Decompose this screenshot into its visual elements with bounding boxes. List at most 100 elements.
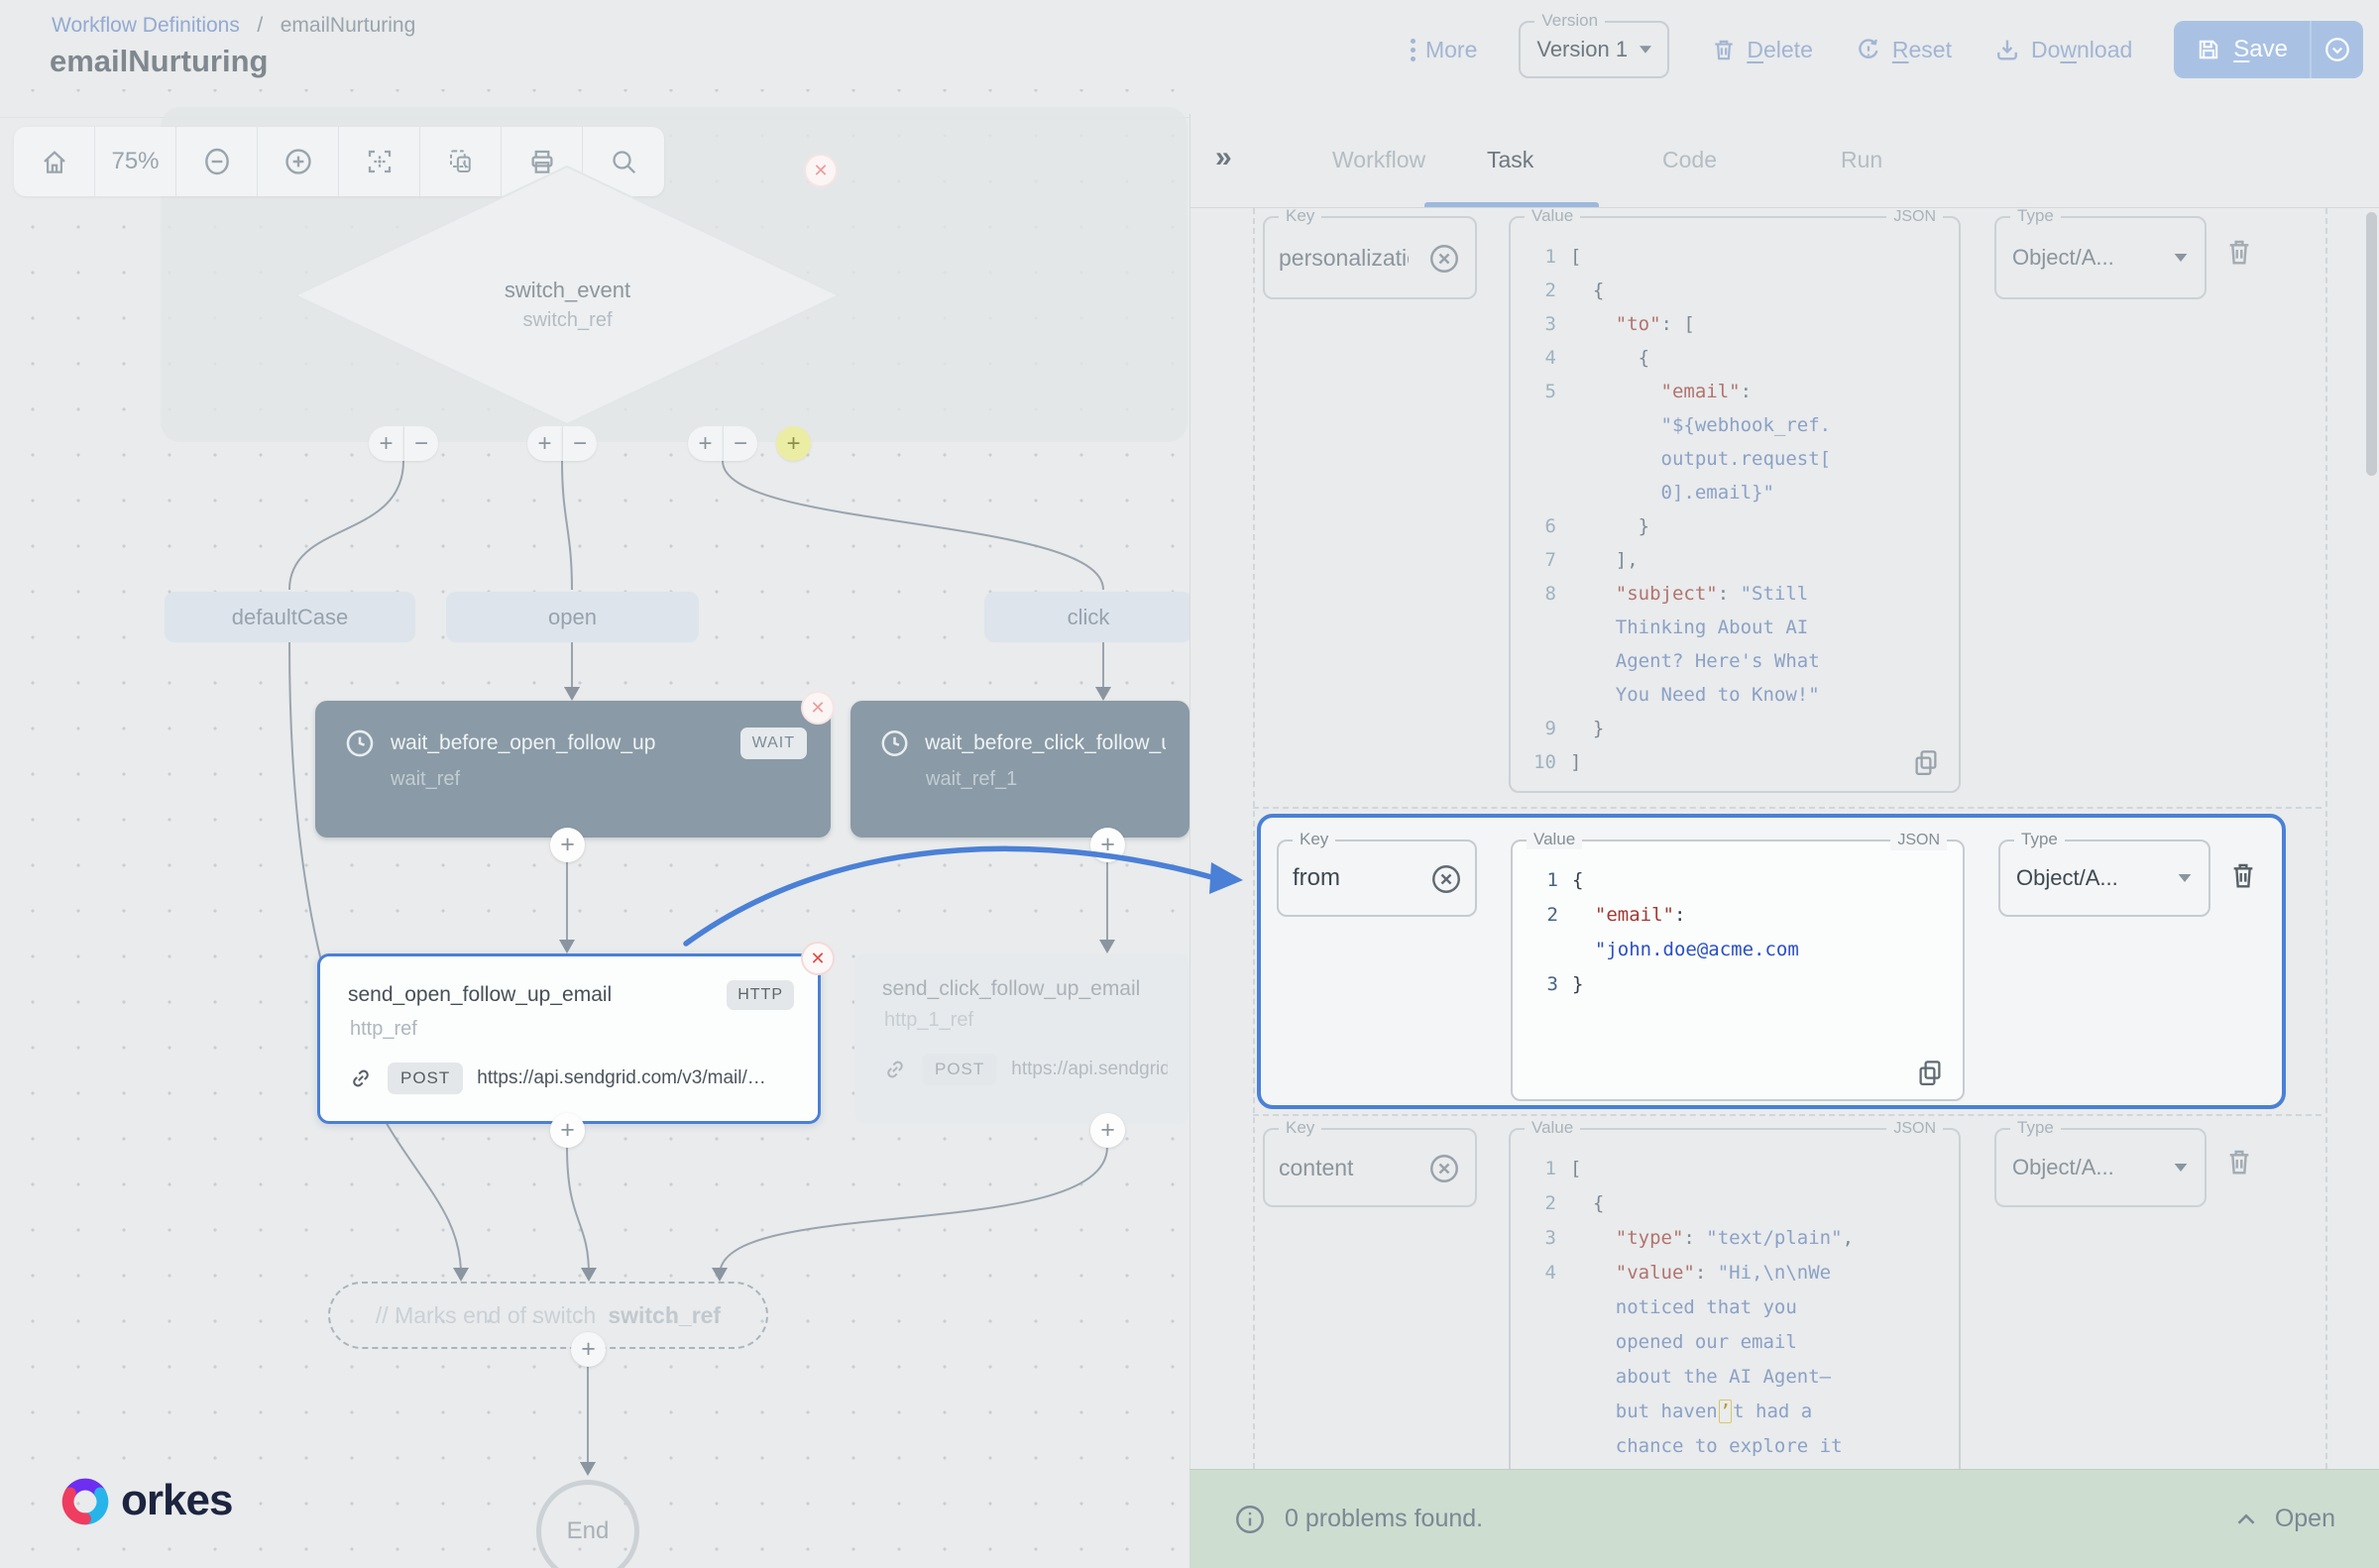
remove-task-button[interactable]: ✕ <box>803 693 833 723</box>
more-button[interactable]: More <box>1410 37 1477 63</box>
param-type-select[interactable]: Type Object/A... <box>1998 830 2210 917</box>
add-branch-button[interactable]: + <box>527 426 562 461</box>
zoom-in-icon <box>284 149 311 174</box>
add-task-button[interactable]: + <box>1090 1113 1125 1148</box>
save-options-button[interactable] <box>2312 21 2363 78</box>
clear-key-button[interactable] <box>1429 862 1463 896</box>
zoom-in-button[interactable] <box>258 127 339 196</box>
switch-node-name: switch_event <box>504 278 631 302</box>
link-icon <box>882 1057 908 1082</box>
orkes-logo-icon <box>61 1478 109 1525</box>
remove-branch-button[interactable]: − <box>403 426 438 461</box>
task-send-open-follow-up[interactable]: send_open_follow_up_email HTTP http_ref … <box>317 953 821 1124</box>
download-button[interactable]: Download <box>1993 36 2132 63</box>
branch-label-open[interactable]: open <box>446 592 699 642</box>
add-task-button[interactable]: + <box>1090 828 1125 862</box>
clock-icon <box>346 729 374 757</box>
task-send-click-follow-up[interactable]: send_click_follow_up_email http_1_ref PO… <box>854 953 1190 1124</box>
tabbar-border <box>1190 207 2379 208</box>
grid-guide <box>1253 208 1255 1469</box>
info-icon <box>1236 1505 1264 1533</box>
clear-key-button[interactable] <box>1427 242 1461 276</box>
page-title: emailNurturing <box>50 44 269 78</box>
chevron-down-icon <box>2178 874 2192 882</box>
param-type-select[interactable]: Type Object/A... <box>1994 1118 2207 1207</box>
remove-branch-button[interactable]: − <box>723 426 757 461</box>
key-input[interactable] <box>1279 218 1410 297</box>
json-mode-label: JSON <box>1886 1119 1943 1139</box>
zoom-level: 75% <box>95 127 176 196</box>
add-case-button[interactable]: + <box>776 426 811 461</box>
home-button[interactable] <box>14 127 95 196</box>
grid-guide <box>1253 1114 2322 1116</box>
http-method-badge: POST <box>388 1063 464 1094</box>
json-code[interactable]: 1[2 {3 "type": "text/plain",4 "value": "… <box>1544 1158 1855 1457</box>
chevron-down-circle-icon <box>2325 38 2349 61</box>
copy-button[interactable] <box>1911 747 1941 777</box>
save-button[interactable]: Save <box>2174 21 2310 78</box>
add-branch-button[interactable]: + <box>688 426 723 461</box>
type-label: Type <box>2010 1118 2061 1138</box>
version-select[interactable]: Version Version 1 <box>1519 11 1670 78</box>
branch-label-defaultcase[interactable]: defaultCase <box>165 592 415 642</box>
param-key-field[interactable]: Key <box>1263 1118 1477 1207</box>
add-branch-button[interactable]: + <box>369 426 403 461</box>
param-key-field[interactable]: Key <box>1263 208 1477 299</box>
search-button[interactable] <box>583 127 664 196</box>
print-button[interactable] <box>502 127 583 196</box>
remove-switch-button[interactable]: ✕ <box>806 156 836 185</box>
task-wait-before-click[interactable]: wait_before_click_follow_u wait_ref_1 <box>850 701 1190 838</box>
delete-param-button[interactable] <box>2223 236 2255 268</box>
clear-key-button[interactable] <box>1427 1152 1461 1185</box>
param-value-editor[interactable]: Value JSON 1{2 "email": "john.doe@acme.c… <box>1511 830 1965 1101</box>
task-wait-before-open[interactable]: wait_before_open_follow_up WAIT wait_ref <box>315 701 831 838</box>
param-value-editor[interactable]: Value JSON 1[2 {3 "type": "text/plain",4… <box>1509 1118 1961 1469</box>
fit-view-button[interactable] <box>339 127 420 196</box>
task-ref: http_ref <box>350 1018 417 1040</box>
task-ref: wait_ref_1 <box>926 768 1018 790</box>
param-value-editor[interactable]: Value JSON 1[2 {3 "to": [4 {5 "email": "… <box>1509 208 1961 793</box>
key-input[interactable] <box>1279 1130 1410 1205</box>
delete-button[interactable]: Delete <box>1711 36 1813 63</box>
json-code[interactable]: 1[2 {3 "to": [4 {5 "email": "${webhook_r… <box>1533 246 1832 773</box>
param-key-field[interactable]: Key <box>1277 830 1477 917</box>
save-split-button: Save <box>2174 21 2363 78</box>
remove-task-button[interactable]: ✕ <box>803 944 833 973</box>
end-node[interactable]: End <box>536 1480 639 1568</box>
add-task-button[interactable]: + <box>550 1113 585 1148</box>
add-task-button[interactable]: + <box>550 828 585 862</box>
open-problems-button[interactable]: Open <box>2231 1505 2335 1534</box>
workflow-canvas[interactable]: 75% switch_event .diamond- <box>0 89 1190 1568</box>
tab-workflow[interactable]: Workflow <box>1332 147 1426 172</box>
branch-controls-default: + − <box>369 426 438 461</box>
tab-task[interactable]: Task <box>1487 147 1534 172</box>
problems-message: 0 problems found. <box>1285 1505 1484 1532</box>
remove-branch-button[interactable]: − <box>562 426 597 461</box>
reset-button[interactable]: Reset <box>1855 36 1952 63</box>
collapse-panel-button[interactable]: » <box>1215 141 1232 173</box>
tab-run[interactable]: Run <box>1841 147 1883 172</box>
zoom-out-button[interactable] <box>176 127 258 196</box>
chevron-down-icon <box>1640 46 1652 54</box>
kebab-icon <box>1410 38 1416 61</box>
value-label: Value <box>1525 1118 1581 1138</box>
delete-param-button[interactable] <box>2227 859 2259 891</box>
param-row-from-selected[interactable]: Key Value JSON 1{2 "email": "john.doe@ac… <box>1257 814 2286 1109</box>
breadcrumb-workflow-definitions-link[interactable]: Workflow Definitions <box>52 14 240 37</box>
param-type-select[interactable]: Type Object/A... <box>1994 208 2207 299</box>
select-copy-icon <box>449 150 471 172</box>
switch-node-shape[interactable] <box>285 157 850 434</box>
delete-param-button[interactable] <box>2223 1146 2255 1177</box>
branch-label-click[interactable]: click <box>984 592 1190 642</box>
select-mode-button[interactable] <box>420 127 502 196</box>
panel-scrollbar[interactable] <box>2366 212 2377 476</box>
version-select-label: Version <box>1534 11 1606 31</box>
key-input[interactable] <box>1293 841 1415 915</box>
tab-code[interactable]: Code <box>1662 147 1717 172</box>
add-task-button[interactable]: + <box>571 1332 606 1367</box>
save-button-divider <box>2310 21 2312 78</box>
copy-button[interactable] <box>1915 1058 1945 1087</box>
breadcrumb-separator: / <box>245 14 275 37</box>
